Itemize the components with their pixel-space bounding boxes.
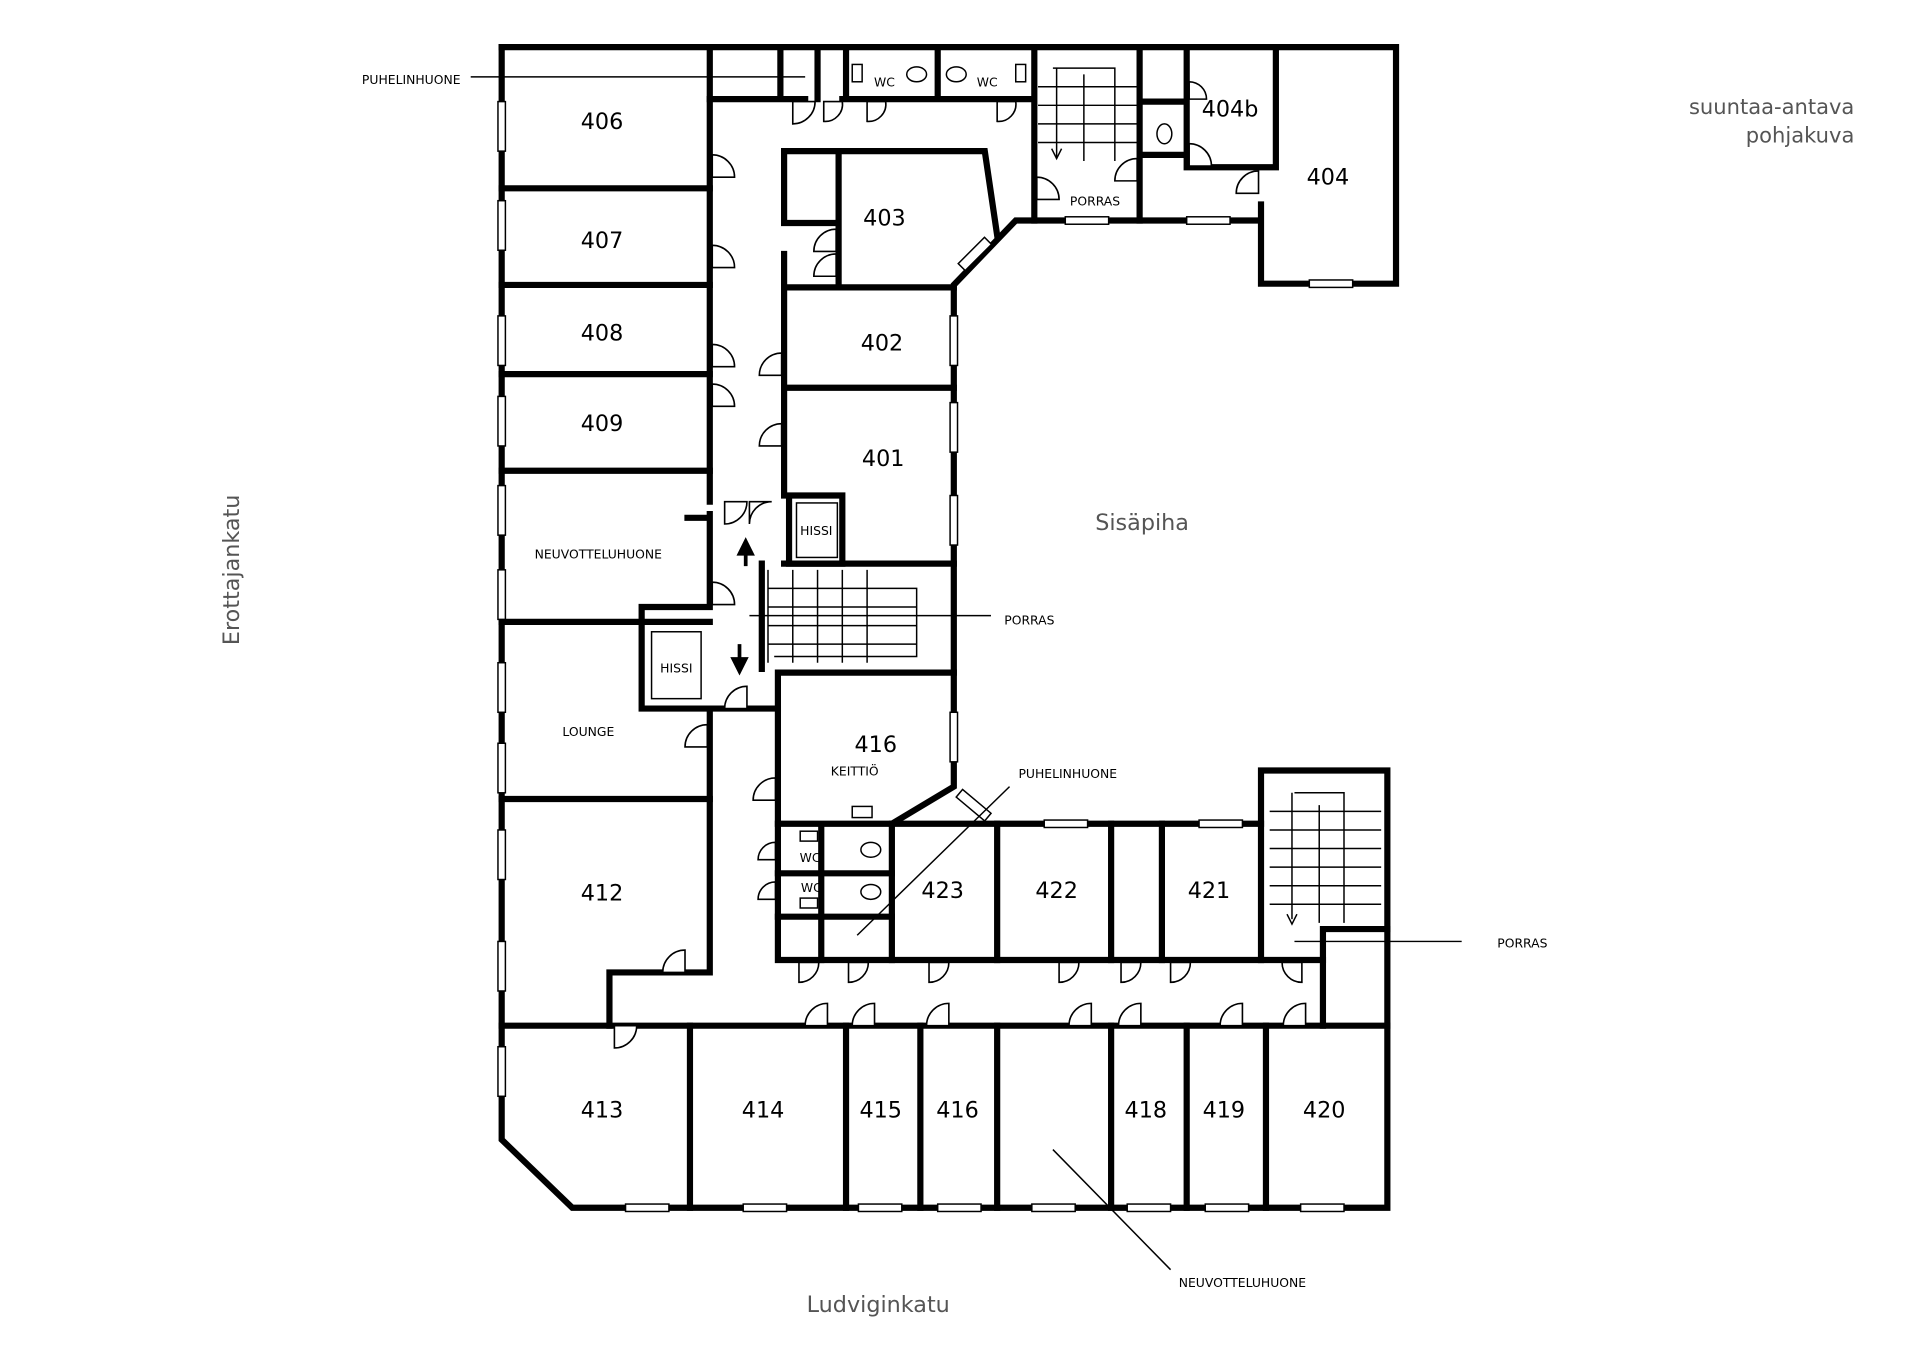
note-line-2: pohjakuva	[1746, 122, 1855, 147]
room-403: 403	[863, 205, 906, 231]
room-421: 421	[1188, 878, 1231, 904]
room-420: 420	[1303, 1097, 1346, 1123]
stairs	[730, 67, 1382, 926]
room-416: 416	[855, 732, 898, 758]
wc-label: WC	[801, 881, 822, 895]
room-409: 409	[581, 411, 624, 437]
toilet-icons	[799, 63, 1173, 909]
callout-puhelinhuone-mid: PUHELINHUONE	[1018, 767, 1117, 781]
room-404: 404	[1307, 165, 1350, 191]
room-416-bottom: 416	[936, 1097, 979, 1123]
room-418: 418	[1125, 1097, 1168, 1123]
elevator-box	[650, 631, 702, 700]
doors	[613, 80, 1307, 1049]
callout-labels: PUHELINHUONE PORRAS PUHELINHUONE PORRAS …	[362, 73, 1548, 1290]
stair-label: PORRAS	[1070, 195, 1120, 209]
elevator-label: HISSI	[660, 662, 692, 676]
arrow-up-icon	[736, 537, 755, 567]
room-423: 423	[921, 878, 964, 904]
room-422: 422	[1035, 878, 1078, 904]
elevator-box	[795, 502, 839, 559]
room-406: 406	[581, 109, 624, 135]
room-419: 419	[1203, 1097, 1246, 1123]
windows	[497, 100, 1354, 1213]
room-415: 415	[859, 1097, 902, 1123]
room-413: 413	[581, 1097, 624, 1123]
room-neuvotteluhuone: NEUVOTTELUHUONE	[535, 548, 663, 562]
room-412: 412	[581, 881, 624, 907]
stair-top	[1038, 67, 1138, 162]
callout-porras-right: PORRAS	[1497, 937, 1547, 951]
room-407: 407	[581, 228, 624, 254]
street-ludviginkatu: Ludviginkatu	[807, 1292, 950, 1318]
elevator-label: HISSI	[800, 524, 832, 538]
room-401: 401	[862, 446, 905, 472]
arrow-down-icon	[730, 644, 749, 676]
room-keittio: KEITTIÖ	[831, 762, 879, 778]
wc-label: WC	[977, 76, 998, 90]
street-erottajankatu: Erottajankatu	[219, 495, 245, 646]
note-line-1: suuntaa-antava	[1689, 94, 1854, 119]
callout-neuvotteluhuone-bottom: NEUVOTTELUHUONE	[1179, 1276, 1307, 1290]
stair-right	[1269, 792, 1382, 926]
room-lounge: LOUNGE	[562, 725, 614, 739]
room-404b: 404b	[1202, 96, 1259, 122]
callout-puhelinhuone-top: PUHELINHUONE	[362, 73, 461, 87]
callout-porras-mid: PORRAS	[1004, 613, 1054, 627]
room-402: 402	[861, 331, 904, 357]
room-408: 408	[581, 321, 624, 347]
room-414: 414	[742, 1097, 785, 1123]
courtyard-label: Sisäpiha	[1095, 510, 1189, 536]
room-labels: 406 407 408 409 NEUVOTTELUHUONE LOUNGE 4…	[535, 76, 1350, 1124]
callout-lines	[470, 76, 1462, 1271]
wc-label: WC	[874, 76, 895, 90]
wc-label: WC	[800, 851, 821, 865]
